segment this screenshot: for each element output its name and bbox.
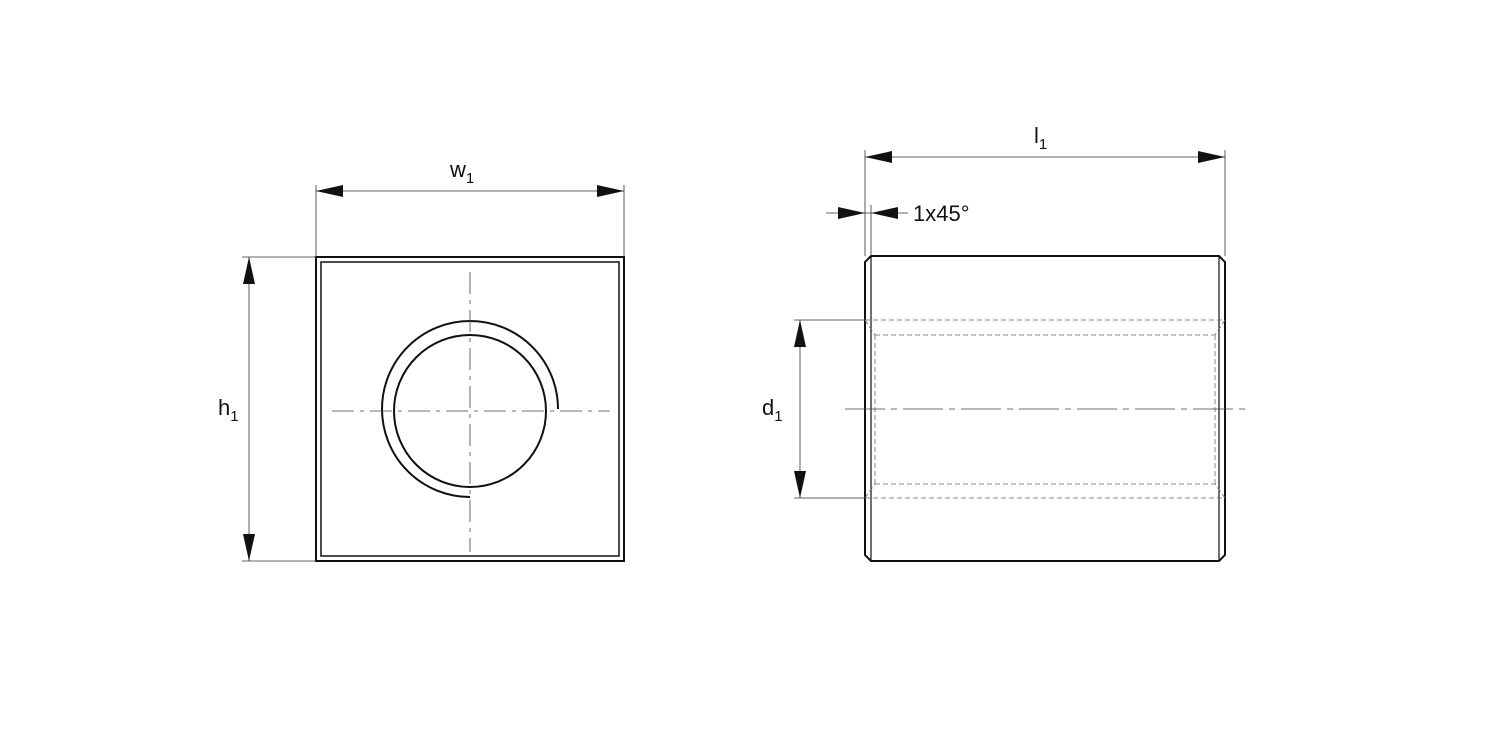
hidden-line bbox=[1214, 319, 1226, 336]
inner-chamfer-square bbox=[320, 261, 620, 557]
arrow-left-icon bbox=[865, 151, 892, 163]
hidden-line bbox=[864, 483, 876, 499]
front-view: w1 h1 bbox=[218, 157, 625, 562]
bore-circle bbox=[393, 334, 547, 488]
thread-arc bbox=[381, 320, 559, 498]
d1-label: d1 bbox=[762, 395, 783, 425]
arrow-down-icon bbox=[243, 534, 255, 561]
outer-square bbox=[315, 256, 625, 562]
chamfer-label: 1x45° bbox=[913, 201, 970, 226]
arrow-left-icon bbox=[316, 185, 343, 197]
arrow-left-icon bbox=[871, 207, 898, 219]
arrow-right-icon bbox=[1198, 151, 1225, 163]
arrow-right-icon bbox=[597, 185, 624, 197]
w1-label: w1 bbox=[449, 157, 474, 187]
hidden-line bbox=[1214, 483, 1226, 499]
body-outline bbox=[864, 255, 1226, 562]
l1-label: l1 bbox=[1034, 123, 1047, 153]
h1-label: h1 bbox=[218, 395, 239, 425]
side-view: l1 1x45° d1 bbox=[762, 123, 1248, 562]
arrow-right-icon bbox=[838, 207, 865, 219]
hidden-line bbox=[864, 319, 876, 336]
arrow-up-icon bbox=[794, 320, 806, 347]
arrow-up-icon bbox=[243, 257, 255, 284]
arrow-down-icon bbox=[794, 471, 806, 498]
